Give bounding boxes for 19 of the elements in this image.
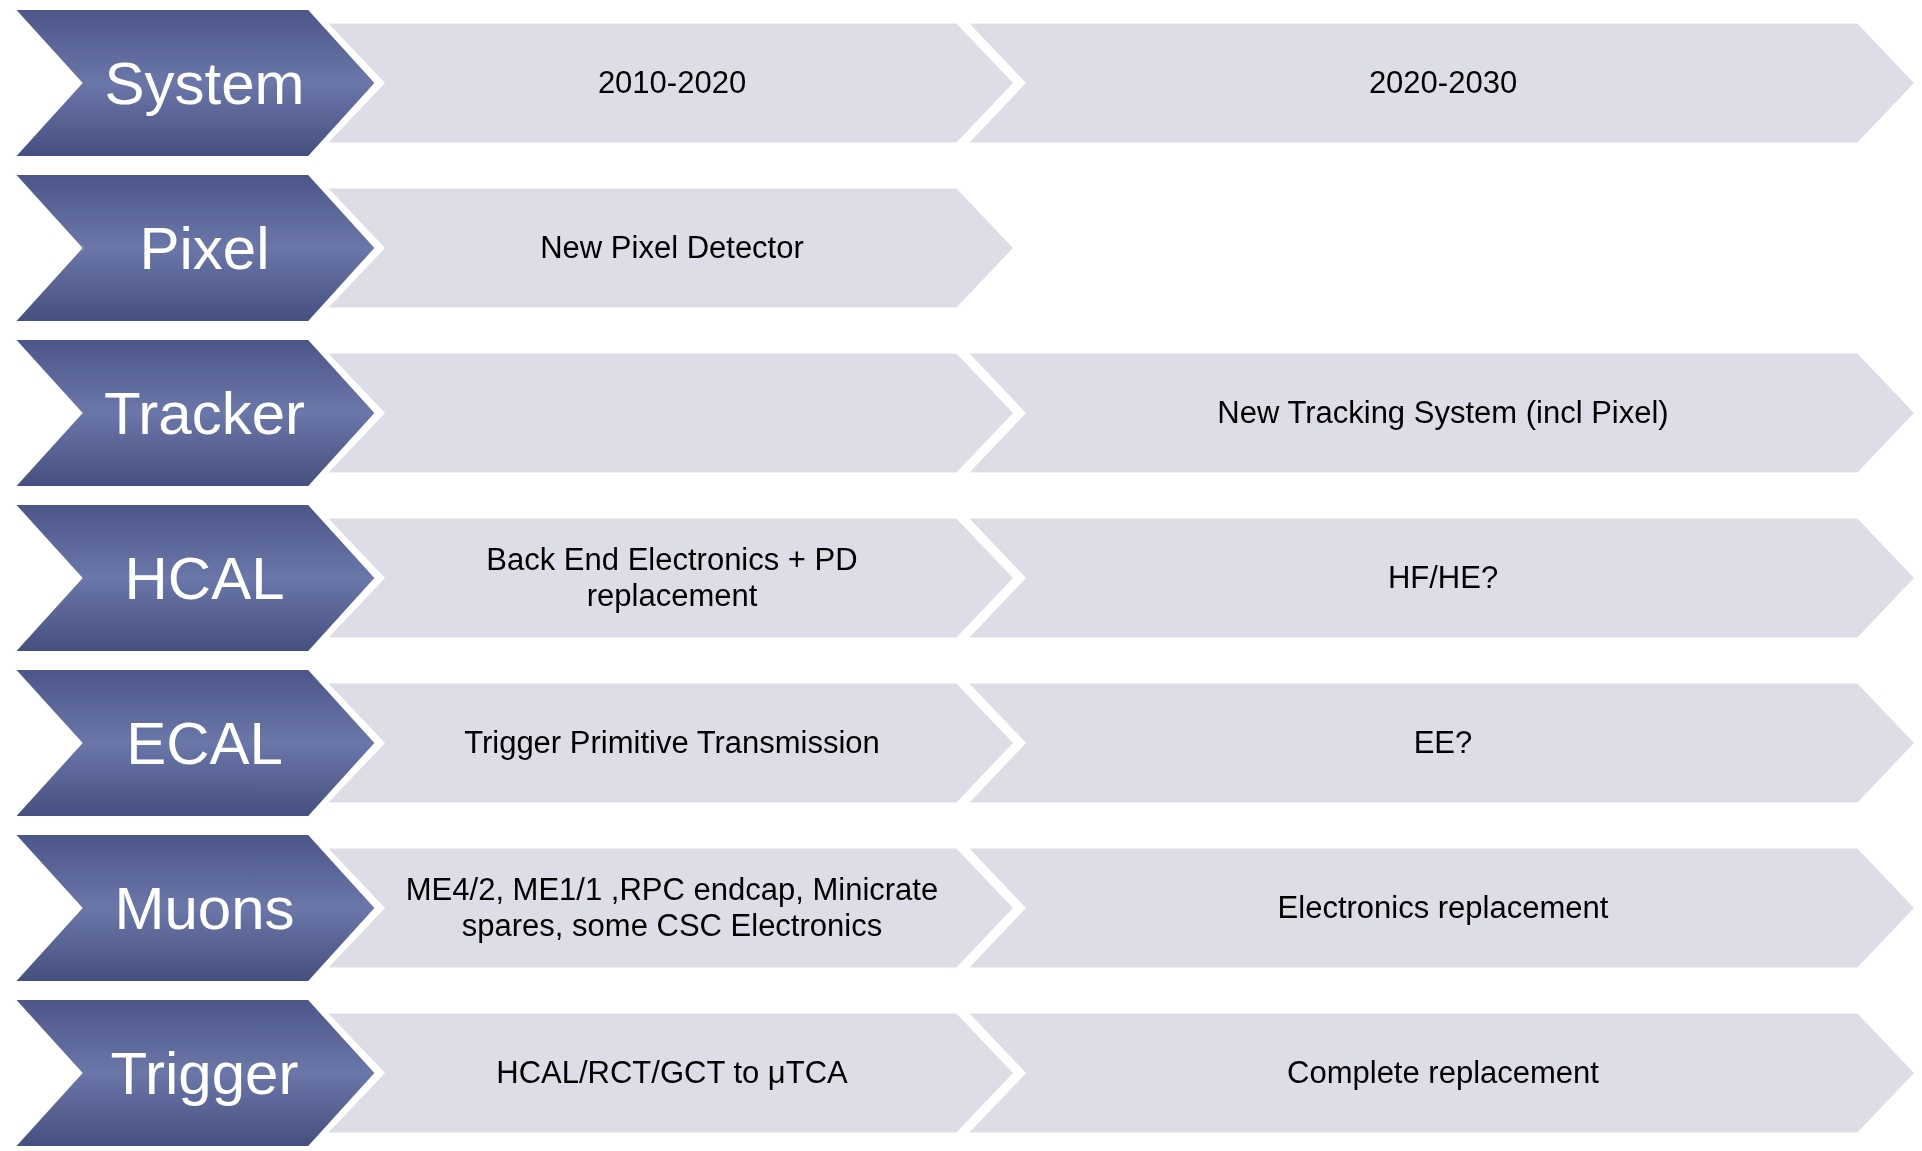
- timeline-text: HCAL/RCT/GCT to μTCA: [495, 1055, 849, 1091]
- timeline-text: Back End Electronics + PD replacement: [485, 542, 859, 614]
- timeline-text: Trigger Primitive Transmission: [463, 725, 881, 761]
- timeline-text: New Tracking System (incl Pixel): [1216, 395, 1670, 431]
- row-heading: HCAL: [124, 543, 285, 613]
- row-heading: Trigger: [110, 1038, 299, 1108]
- row-heading: ECAL: [126, 708, 283, 778]
- timeline-text: EE?: [1412, 725, 1474, 761]
- timeline-text: Complete replacement: [1286, 1055, 1600, 1091]
- row-heading: Muons: [114, 873, 295, 943]
- timeline-text: New Pixel Detector: [539, 230, 805, 266]
- row-heading: Pixel: [139, 213, 270, 283]
- timeline-text: 2020-2030: [1367, 65, 1519, 101]
- timeline-text: ME4/2, ME1/1 ,RPC endcap, Minicrate spares, some CSC Electronics: [404, 872, 940, 944]
- row-heading: System: [104, 48, 305, 118]
- timeline-text: Electronics replacement: [1276, 890, 1610, 926]
- timeline-text: 2010-2020: [596, 65, 748, 101]
- row-heading: Tracker: [103, 378, 306, 448]
- timeline-text: HF/HE?: [1386, 560, 1500, 596]
